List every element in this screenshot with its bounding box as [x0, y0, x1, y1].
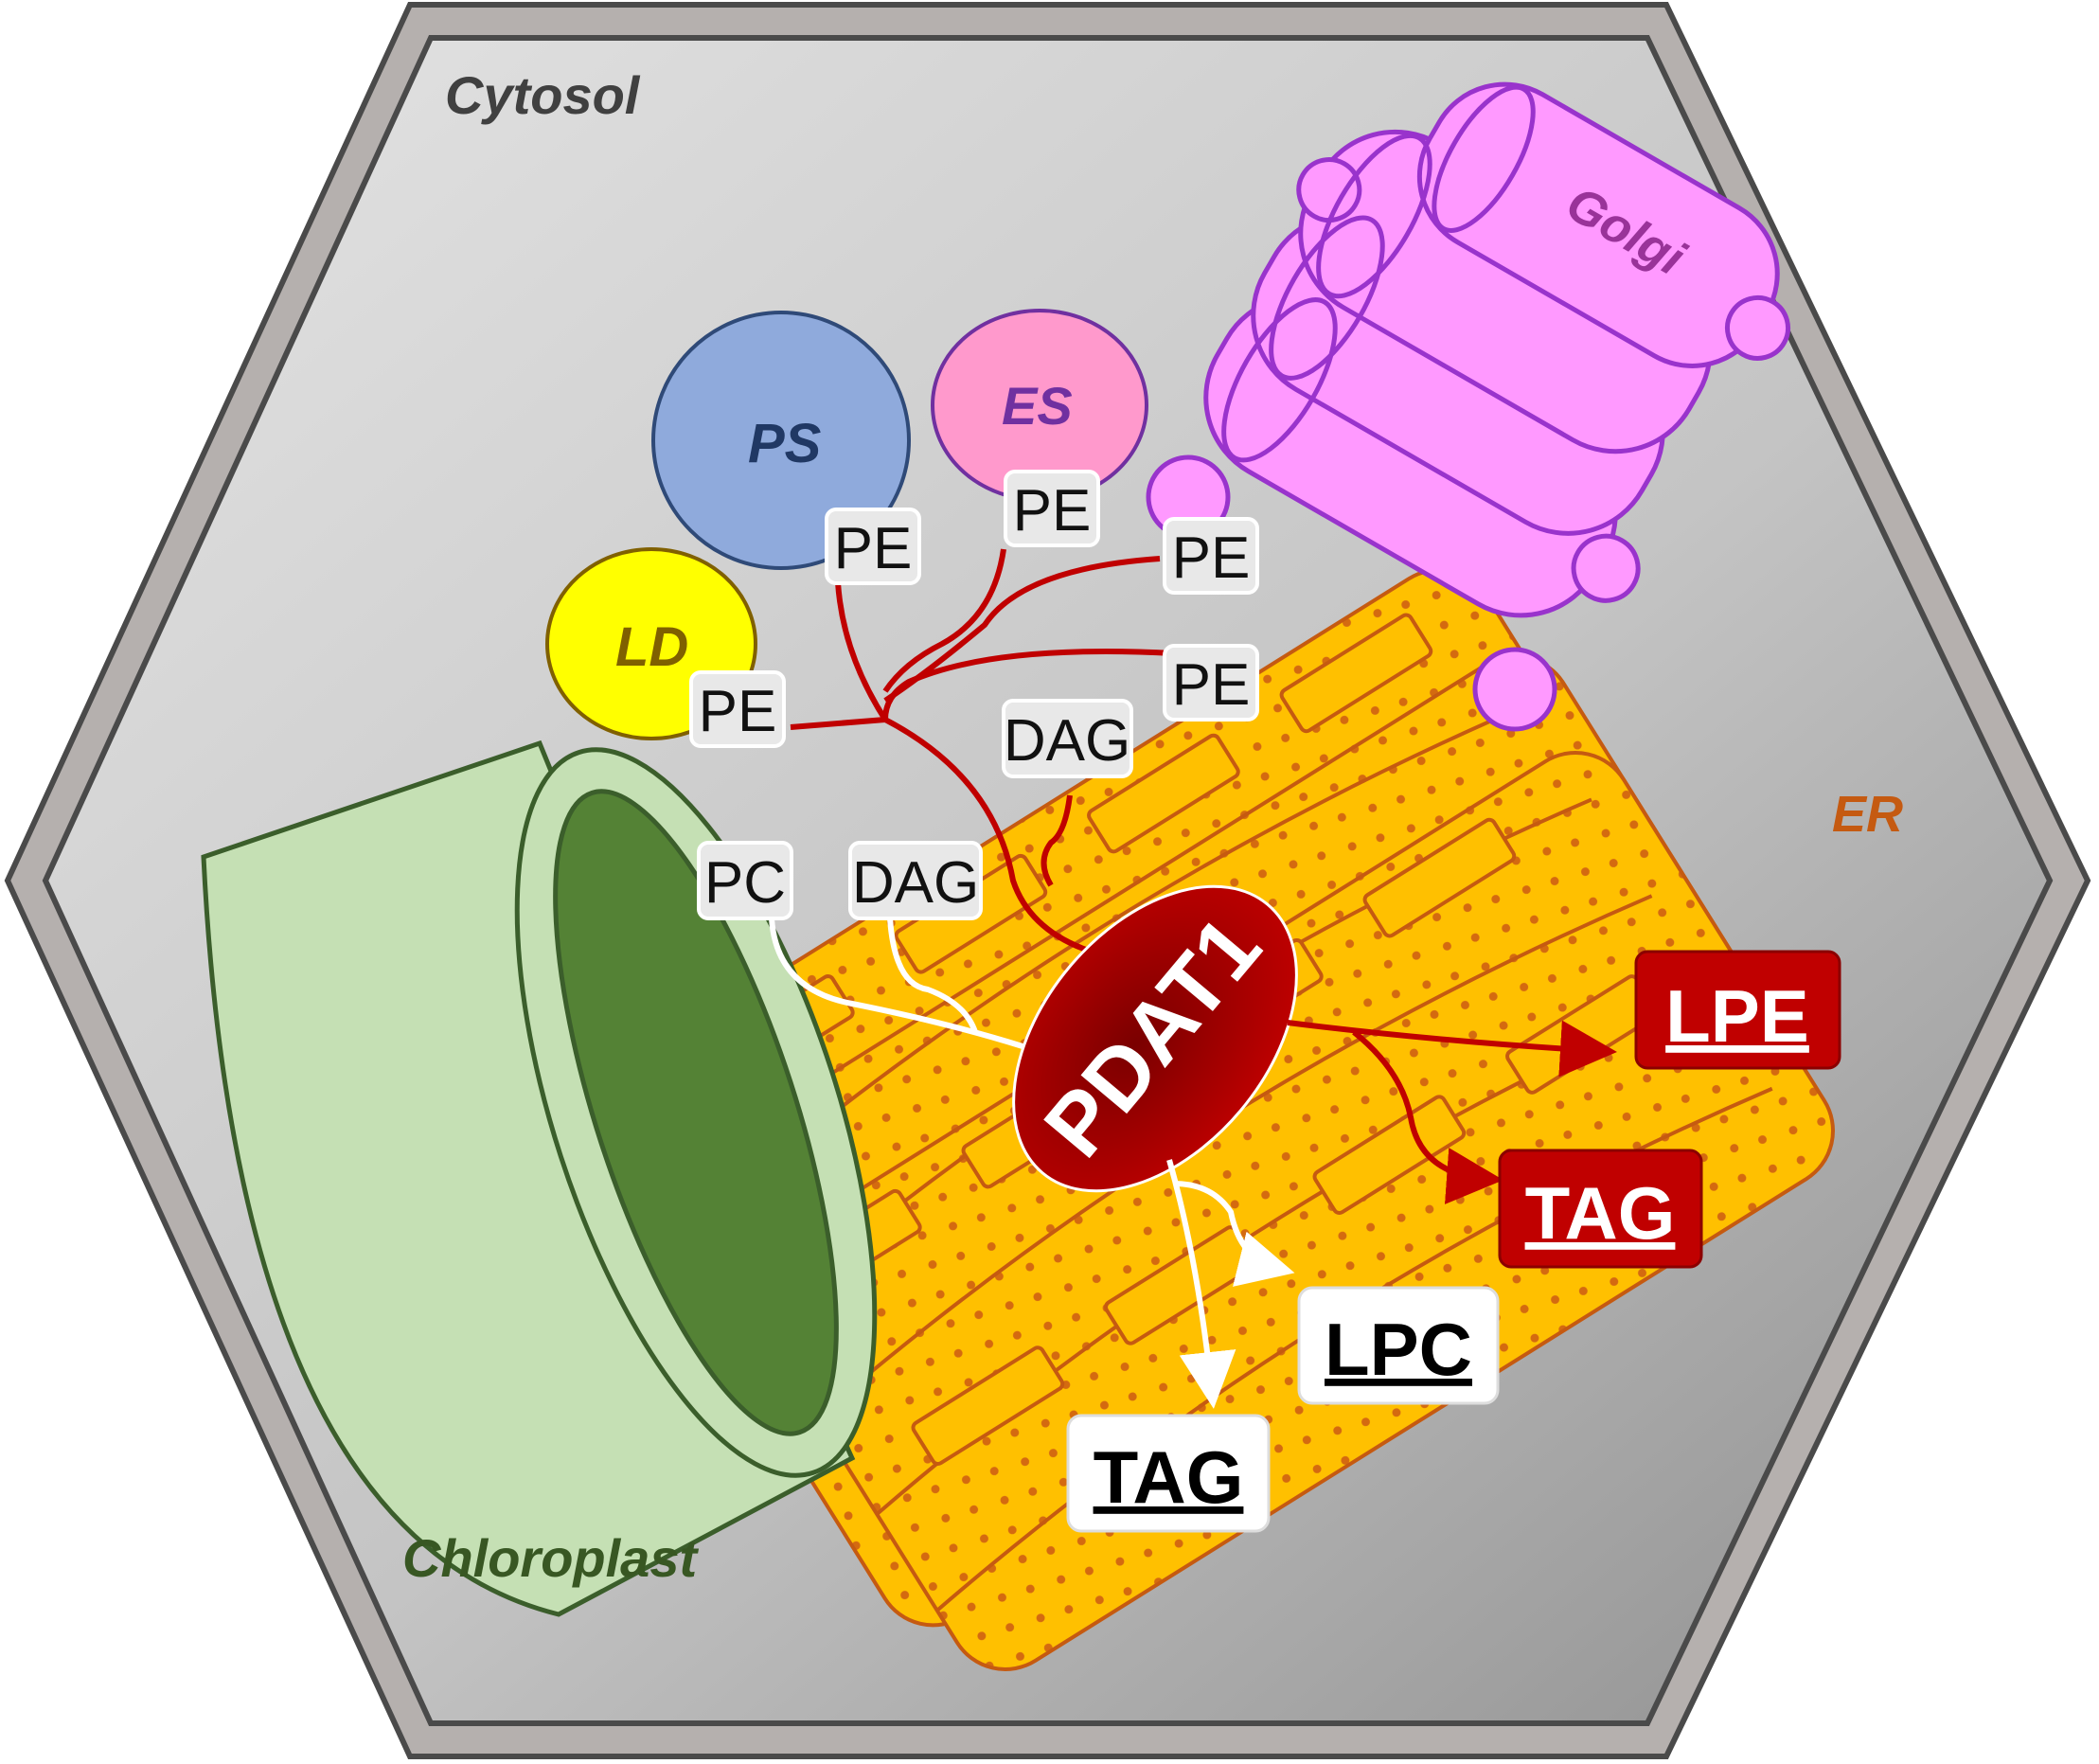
es-label: ES — [1002, 376, 1073, 436]
golgi — [1203, 81, 1791, 618]
substrate-pe-ps: PE — [825, 508, 921, 585]
substrate-pe-golgi: PE — [1163, 644, 1259, 722]
svg-text:PE: PE — [834, 516, 913, 581]
substrate-pe-ld: PE — [689, 670, 786, 748]
svg-text:PE: PE — [1013, 478, 1092, 543]
ps-organelle — [651, 311, 911, 570]
svg-text:TAG: TAG — [1094, 1435, 1244, 1519]
product-tag-white: TAG — [1066, 1414, 1271, 1533]
substrate-dag-lower: DAG — [848, 841, 983, 920]
svg-text:TAG: TAG — [1525, 1171, 1676, 1255]
svg-text:PE: PE — [1172, 526, 1251, 591]
product-lpe: LPE — [1634, 950, 1841, 1070]
pdat1-enzyme — [1012, 884, 1298, 1193]
substrate-pc: PC — [697, 841, 793, 920]
svg-text:PE: PE — [699, 679, 777, 744]
svg-text:LPC: LPC — [1325, 1308, 1472, 1391]
cytosol-label: Cytosol — [445, 65, 641, 125]
svg-text:PC: PC — [704, 850, 786, 916]
substrate-pe-vesicle: PE — [1163, 517, 1259, 595]
er-label: ER — [1832, 786, 1903, 843]
substrate-dag-upper: DAG — [1002, 699, 1133, 778]
golgi-vesicle-lower — [1472, 647, 1557, 732]
white-product-arrows — [1166, 1159, 1295, 1409]
product-lpc: LPC — [1297, 1286, 1500, 1405]
substrate-pe-es: PE — [1004, 470, 1100, 547]
substrate-flow-lines — [790, 548, 1175, 959]
svg-text:LPE: LPE — [1665, 974, 1809, 1058]
product-tag-red: TAG — [1498, 1149, 1703, 1269]
red-product-arrows — [1287, 1020, 1617, 1204]
svg-text:PE: PE — [1172, 652, 1251, 718]
svg-text:DAG: DAG — [1004, 708, 1130, 774]
svg-text:DAG: DAG — [852, 850, 979, 916]
ps-label: PS — [748, 413, 822, 474]
chloroplast — [201, 739, 878, 1617]
white-substrate-lines — [769, 918, 1023, 1049]
chloroplast-label: Chloroplast — [402, 1528, 699, 1588]
ld-label: LD — [615, 616, 688, 678]
